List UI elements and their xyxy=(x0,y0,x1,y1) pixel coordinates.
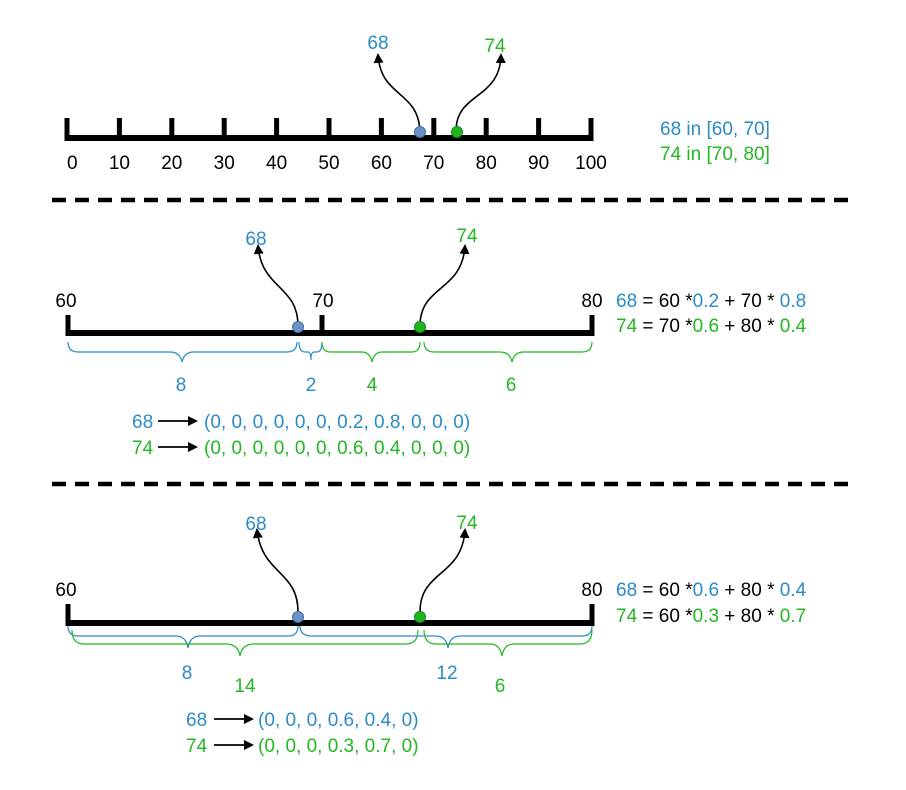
label-68: 68 xyxy=(245,229,266,250)
vector-label-68: 68 xyxy=(186,710,207,731)
equation-68: 68 = 60 *0.2 + 70 * 0.8 xyxy=(616,291,806,312)
point-74 xyxy=(414,611,426,623)
brace-14 xyxy=(71,629,419,657)
vector-value-68: (0, 0, 0, 0, 0, 0, 0.2, 0.8, 0, 0, 0) xyxy=(204,412,470,433)
point-74 xyxy=(414,321,426,333)
tick-label-40: 40 xyxy=(266,153,287,174)
panel-3: 60 80 68 74 8 14 12 6 68 = 60 *0.6 + 80 … xyxy=(55,513,806,757)
tick-marks xyxy=(64,118,594,141)
tick-label-70: 70 xyxy=(423,153,444,174)
endpoint-80: 80 xyxy=(581,580,602,601)
vector-label-68: 68 xyxy=(132,412,153,433)
brace-2 xyxy=(298,341,323,361)
vector-label-74: 74 xyxy=(132,438,154,459)
vector-value-74: (0, 0, 0, 0.3, 0.7, 0) xyxy=(258,736,419,757)
endpoint-80: 80 xyxy=(581,291,602,312)
brace-label-2: 2 xyxy=(306,375,317,396)
tick-label-0: 0 xyxy=(67,153,78,174)
equation-68: 68 = 60 *0.6 + 80 * 0.4 xyxy=(616,580,807,601)
brace-label-8: 8 xyxy=(176,375,187,396)
curve-68 xyxy=(252,528,299,613)
panel-1: 0 10 20 30 40 50 60 70 80 90 100 68 74 68 in [60, … xyxy=(64,33,770,174)
tick-label-100: 100 xyxy=(575,153,607,174)
endpoint-60: 60 xyxy=(55,580,76,601)
curve-74 xyxy=(455,53,506,132)
brace-label-8: 8 xyxy=(182,663,193,684)
label-74: 74 xyxy=(456,226,478,247)
note-74-interval: 74 in [70, 80] xyxy=(660,144,770,165)
panel-2: 60 70 80 68 74 8 2 4 6 68 = 60 *0.2 + 70… xyxy=(55,226,806,459)
curve-74 xyxy=(419,528,470,613)
point-68 xyxy=(292,611,304,623)
label-74: 74 xyxy=(484,36,506,57)
curve-68 xyxy=(373,53,421,132)
vector-value-74: (0, 0, 0, 0, 0, 0, 0.6, 0.4, 0, 0, 0) xyxy=(204,438,470,459)
note-68-interval: 68 in [60, 70] xyxy=(660,119,770,140)
equation-74: 74 = 60 *0.3 + 80 * 0.7 xyxy=(616,606,806,627)
label-74: 74 xyxy=(456,513,478,534)
brace-label-12: 12 xyxy=(436,663,457,684)
point-68 xyxy=(414,126,426,138)
brace-8 xyxy=(67,625,299,649)
tick-labels: 0 10 20 30 40 50 60 70 80 90 100 xyxy=(67,153,607,174)
label-68: 68 xyxy=(367,33,388,54)
endpoint-70: 70 xyxy=(312,291,333,312)
label-68: 68 xyxy=(245,514,266,535)
tick-label-80: 80 xyxy=(476,153,497,174)
brace-4 xyxy=(321,341,421,363)
curve-74 xyxy=(419,244,470,327)
brace-6 xyxy=(423,341,593,363)
brace-label-14: 14 xyxy=(234,676,256,697)
brace-label-6: 6 xyxy=(506,375,517,396)
point-68 xyxy=(292,321,304,333)
endpoint-60: 60 xyxy=(55,291,76,312)
brace-6 xyxy=(423,629,593,657)
tick-label-60: 60 xyxy=(371,153,392,174)
brace-label-6: 6 xyxy=(495,676,506,697)
tick-label-20: 20 xyxy=(161,153,182,174)
point-74 xyxy=(451,126,463,138)
curve-68 xyxy=(253,244,299,327)
vector-value-68: (0, 0, 0, 0.6, 0.4, 0) xyxy=(258,710,419,731)
vector-label-74: 74 xyxy=(186,736,208,757)
brace-label-4: 4 xyxy=(367,375,378,396)
tick-label-30: 30 xyxy=(214,153,235,174)
brace-8 xyxy=(67,341,298,363)
tick-label-10: 10 xyxy=(109,153,130,174)
equation-74: 74 = 70 *0.6 + 80 * 0.4 xyxy=(616,316,807,337)
tick-label-90: 90 xyxy=(528,153,549,174)
tick-label-50: 50 xyxy=(318,153,339,174)
brace-12 xyxy=(299,625,593,649)
